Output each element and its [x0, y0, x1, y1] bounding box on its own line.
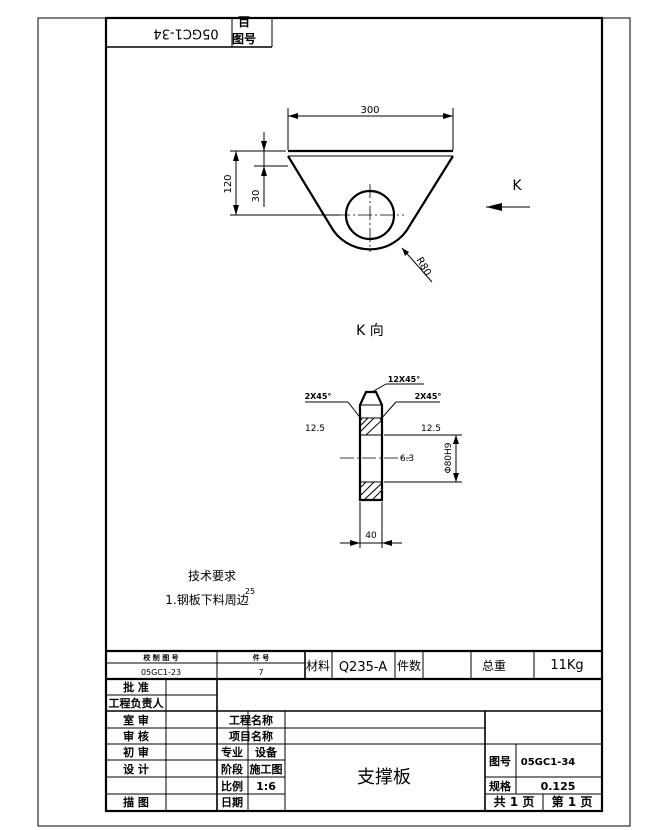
- dim-offset: 30: [251, 190, 262, 203]
- stage-label: 阶段: [221, 762, 243, 776]
- ref-header-1: 校 制 图 号: [143, 653, 178, 662]
- dim-radius: R80: [413, 255, 432, 278]
- total-weight-value: 11Kg: [550, 658, 583, 673]
- top-view: 300 120 30 R80 K: [223, 105, 530, 283]
- section-hatch: [359, 417, 383, 501]
- inner-border: [104, 16, 604, 813]
- part-name: 支撑板: [357, 767, 411, 788]
- k-view-title: K 向: [356, 323, 384, 339]
- section-body: [358, 390, 384, 502]
- dim-width: 300: [360, 105, 379, 116]
- date-label: 日期: [221, 795, 243, 809]
- k-view: K 向 12X45° 2X45° 2X45° 12.5 12.5: [305, 323, 462, 548]
- drawing-no-value: 05GC1-34: [521, 757, 576, 768]
- stamp-label: 百: [238, 15, 250, 29]
- label-design: 设 计: [123, 762, 149, 776]
- item-name-label: 项目名称: [229, 729, 273, 743]
- ref-header-2: 件 号: [253, 653, 269, 662]
- spec-label: 规格: [489, 779, 512, 793]
- total-weight-label: 总重: [482, 659, 506, 673]
- title-block: 校 制 图 号 件 号 05GC1-23 7 材料 Q235-A 件数 总重 1…: [106, 649, 602, 811]
- project-name-label: 工程名称: [229, 713, 273, 727]
- dim-height: 120: [223, 174, 234, 193]
- scale-value: 1:6: [256, 780, 276, 793]
- label-draft: 描 图: [123, 795, 149, 809]
- scale-label: 比例: [221, 779, 243, 793]
- discipline-label: 专业: [221, 745, 243, 759]
- total-pages: 共 1 页: [494, 794, 535, 809]
- stage-value: 施工图: [250, 762, 283, 776]
- rotated-drawing-number: 05GC1-34: [153, 26, 218, 41]
- notes-item1: 1.钢板下料周边: [165, 593, 248, 607]
- material-value: Q235-A: [339, 660, 387, 675]
- drawing-no-label: 图号: [489, 755, 511, 768]
- chamfer-top: 12X45°: [388, 375, 420, 384]
- notes-title: 技术要求: [188, 569, 236, 583]
- technical-notes: 技术要求 1.钢板下料周边 25: [165, 569, 255, 607]
- chamfer-left: 2X45°: [305, 392, 332, 401]
- label-chief-engineer: 工程负责人: [109, 696, 165, 710]
- dim-thickness: 40: [365, 531, 377, 541]
- material-label: 材料: [306, 659, 330, 673]
- label-office-review: 室 审: [123, 713, 149, 727]
- dim-right: 12.5: [421, 424, 441, 434]
- label-approve: 批 准: [123, 680, 149, 694]
- qty-label: 件数: [397, 658, 421, 673]
- discipline-value: 设备: [255, 745, 278, 759]
- dim-left: 12.5: [305, 424, 325, 434]
- page-number: 第 1 页: [552, 794, 593, 809]
- view-arrow-label: K: [512, 178, 522, 194]
- dim-roughness: 6.3: [400, 454, 414, 464]
- chamfer-right: 2X45°: [415, 392, 442, 401]
- rotated-number-box: 05GC1-34 百 图号: [106, 15, 273, 48]
- notes-item1-sup: 25: [245, 587, 255, 596]
- label-first-review: 初 审: [123, 745, 149, 759]
- spec-value: 0.125: [541, 780, 576, 793]
- ref-value-1: 05GC1-23: [141, 668, 181, 677]
- plate-outline: [287, 155, 454, 251]
- label-check: 审 核: [123, 729, 149, 743]
- stamp-label-main: 图号: [232, 31, 256, 46]
- dim-diameter: Φ80H9: [444, 442, 454, 473]
- ref-value-2: 7: [258, 668, 263, 677]
